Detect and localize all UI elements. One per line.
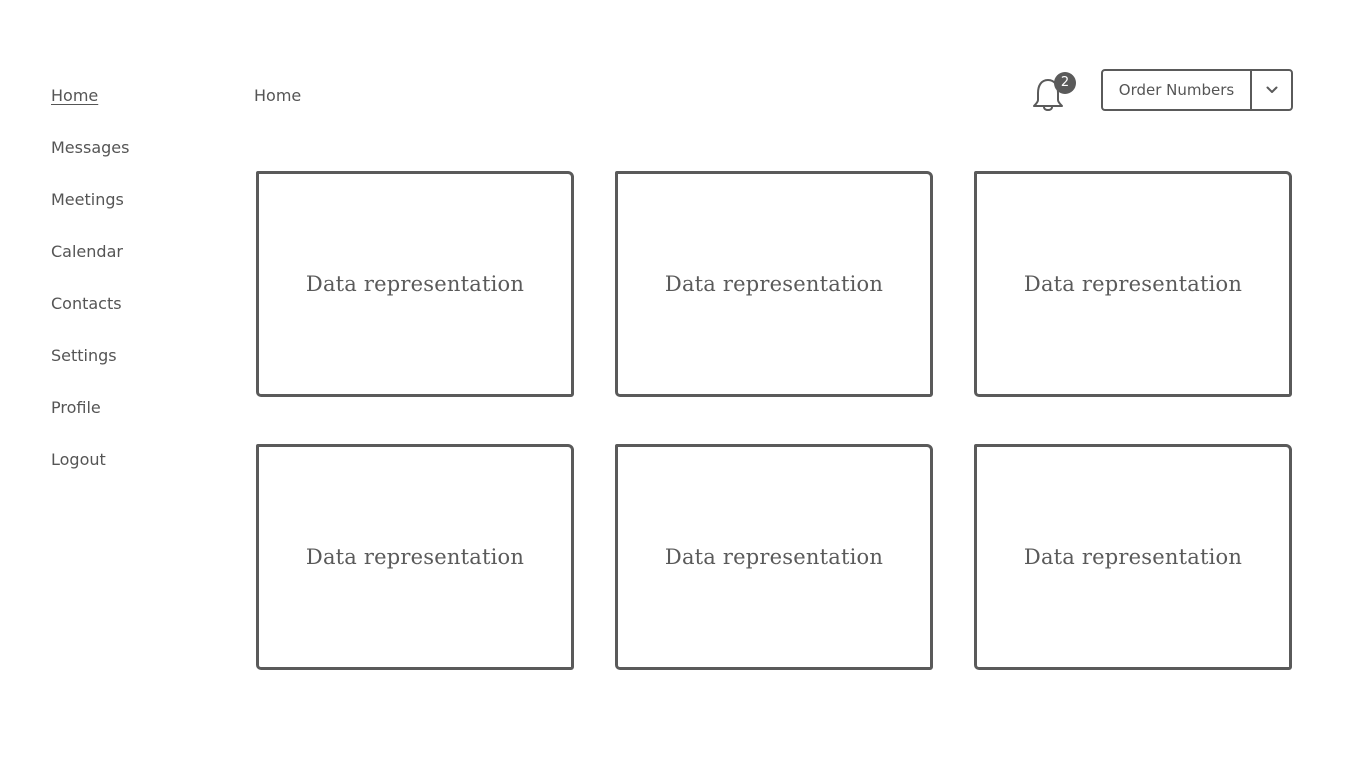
sidebar-item-meetings[interactable]: Meetings	[51, 190, 124, 209]
dropdown-toggle[interactable]	[1250, 71, 1291, 109]
data-card-1: Data representation	[256, 171, 574, 397]
card-label: Data representation	[664, 272, 884, 296]
card-label: Data representation	[664, 545, 884, 569]
card-label: Data representation	[1023, 272, 1243, 296]
sidebar-item-calendar[interactable]: Calendar	[51, 242, 123, 261]
notifications-button[interactable]: 2	[1030, 72, 1076, 114]
chevron-down-icon	[1266, 86, 1277, 93]
data-card-4: Data representation	[256, 444, 574, 670]
data-card-2: Data representation	[615, 171, 933, 397]
order-numbers-dropdown[interactable]: Order Numbers	[1101, 69, 1293, 111]
sidebar-item-logout[interactable]: Logout	[51, 450, 106, 469]
data-card-5: Data representation	[615, 444, 933, 670]
sidebar-item-messages[interactable]: Messages	[51, 138, 130, 157]
sidebar-item-contacts[interactable]: Contacts	[51, 294, 122, 313]
sidebar-item-home[interactable]: Home	[51, 86, 99, 105]
data-card-3: Data representation	[974, 171, 1292, 397]
sidebar-item-settings[interactable]: Settings	[51, 346, 117, 365]
notification-count-badge: 2	[1054, 72, 1076, 94]
card-label: Data representation	[305, 545, 525, 569]
sidebar-nav: Home Messages Meetings Calendar Contacts…	[51, 86, 201, 502]
data-card-6: Data representation	[974, 444, 1292, 670]
sidebar-item-profile[interactable]: Profile	[51, 398, 101, 417]
card-label: Data representation	[1023, 545, 1243, 569]
breadcrumb: Home	[254, 86, 302, 105]
card-label: Data representation	[305, 272, 525, 296]
dropdown-label: Order Numbers	[1118, 81, 1235, 99]
